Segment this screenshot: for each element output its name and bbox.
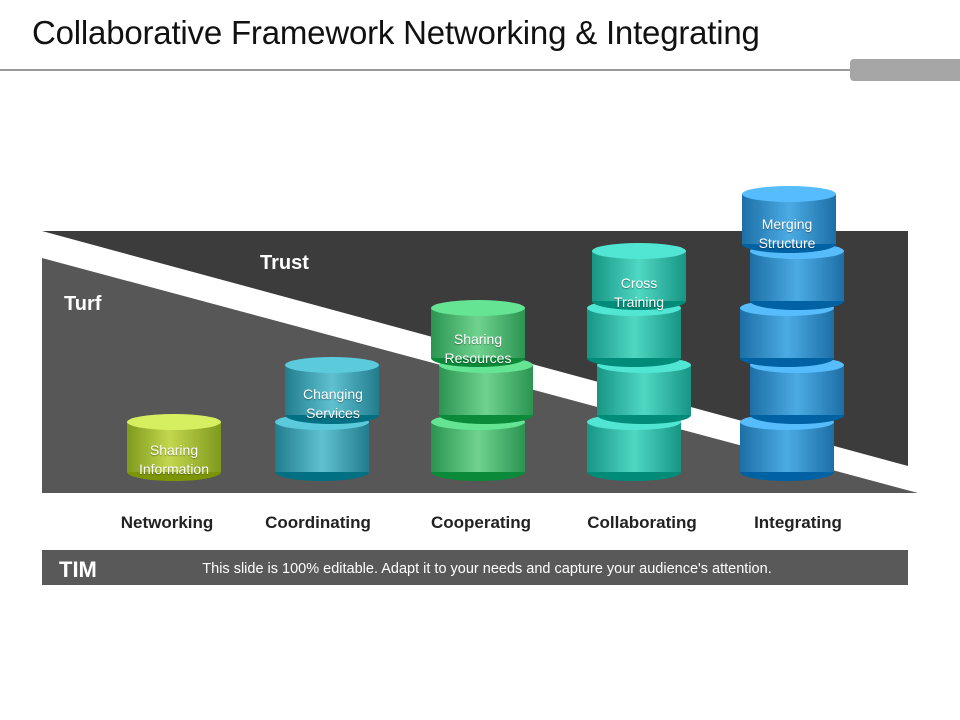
cylinder-collaborating-2	[597, 357, 691, 424]
title-divider	[0, 69, 960, 71]
cylinder-label-collaborating: Cross Training	[589, 274, 689, 312]
cylinder-integrating-4	[750, 243, 844, 310]
cylinder-body	[597, 365, 691, 415]
cylinder-body	[127, 422, 221, 472]
cylinder-label-line: Cross	[620, 275, 658, 291]
cylinder-label-coordinating: Changing Services	[283, 385, 383, 423]
cylinder-label-line: Sharing	[453, 331, 503, 347]
cylinder-top	[431, 300, 525, 316]
cylinder-body	[750, 251, 844, 301]
cylinder-top	[592, 243, 686, 259]
cylinder-integrating-3	[740, 300, 834, 367]
cylinder-body	[740, 422, 834, 472]
cylinder-label-integrating: Merging Structure	[737, 215, 837, 253]
cylinder-cooperating-3	[431, 300, 525, 367]
bar-description: This slide is 100% editable. Adapt it to…	[202, 561, 772, 577]
bar-heading: TIM	[59, 557, 97, 582]
cylinder-stacks	[127, 186, 844, 481]
stage-label-integrating: Integrating	[754, 513, 842, 532]
cylinder-label-cooperating: Sharing Resources	[428, 330, 528, 368]
cylinder-coordinating-1	[275, 414, 369, 481]
cylinder-body	[431, 308, 525, 358]
cylinder-label-line: Changing	[303, 386, 363, 402]
trust-label: Trust	[260, 252, 309, 274]
cylinder-networking-1	[127, 414, 221, 481]
cylinder-body	[592, 251, 686, 301]
cylinder-integrating-2	[750, 357, 844, 424]
cylinder-label-line: Information	[138, 461, 210, 477]
cylinder-collaborating-4	[592, 243, 686, 310]
cylinder-body	[740, 308, 834, 358]
cylinder-collaborating-1	[587, 414, 681, 481]
title-accent-tab	[850, 59, 960, 81]
stage-label-coordinating: Coordinating	[265, 513, 371, 532]
cylinder-label-line: Sharing	[149, 442, 199, 458]
cylinder-top	[127, 414, 221, 430]
stage-label-collaborating: Collaborating	[587, 513, 697, 532]
cylinder-integrating-1	[740, 414, 834, 481]
cylinder-coordinating-2	[285, 357, 379, 424]
cylinder-body	[587, 308, 681, 358]
cylinder-body	[439, 365, 533, 415]
cylinder-body	[742, 194, 836, 244]
cylinder-label-line: Training	[613, 294, 665, 310]
cylinder-cooperating-1	[431, 414, 525, 481]
cylinder-top	[742, 186, 836, 202]
slide-title: Collaborative Framework Networking & Int…	[32, 14, 760, 51]
cylinder-label-networking: Sharing Information	[124, 441, 224, 479]
cylinder-integrating-5	[742, 186, 836, 253]
cylinder-top	[285, 357, 379, 373]
stage-label-networking: Networking	[120, 513, 214, 532]
stage-label-cooperating: Cooperating	[430, 513, 532, 532]
cylinder-body	[587, 422, 681, 472]
cylinder-body	[750, 365, 844, 415]
cylinder-label-line: Resources	[444, 350, 512, 366]
cylinder-body	[431, 422, 525, 472]
cylinder-label-line: Structure	[758, 235, 816, 251]
bottom-info-bar: TIM This slide is 100% editable. Adapt i…	[42, 550, 908, 585]
cylinder-body	[285, 365, 379, 415]
cylinder-label-line: Services	[306, 405, 360, 421]
turf-label: Turf	[64, 293, 102, 315]
cylinder-label-line: Merging	[761, 216, 813, 232]
cylinder-body	[275, 422, 369, 472]
